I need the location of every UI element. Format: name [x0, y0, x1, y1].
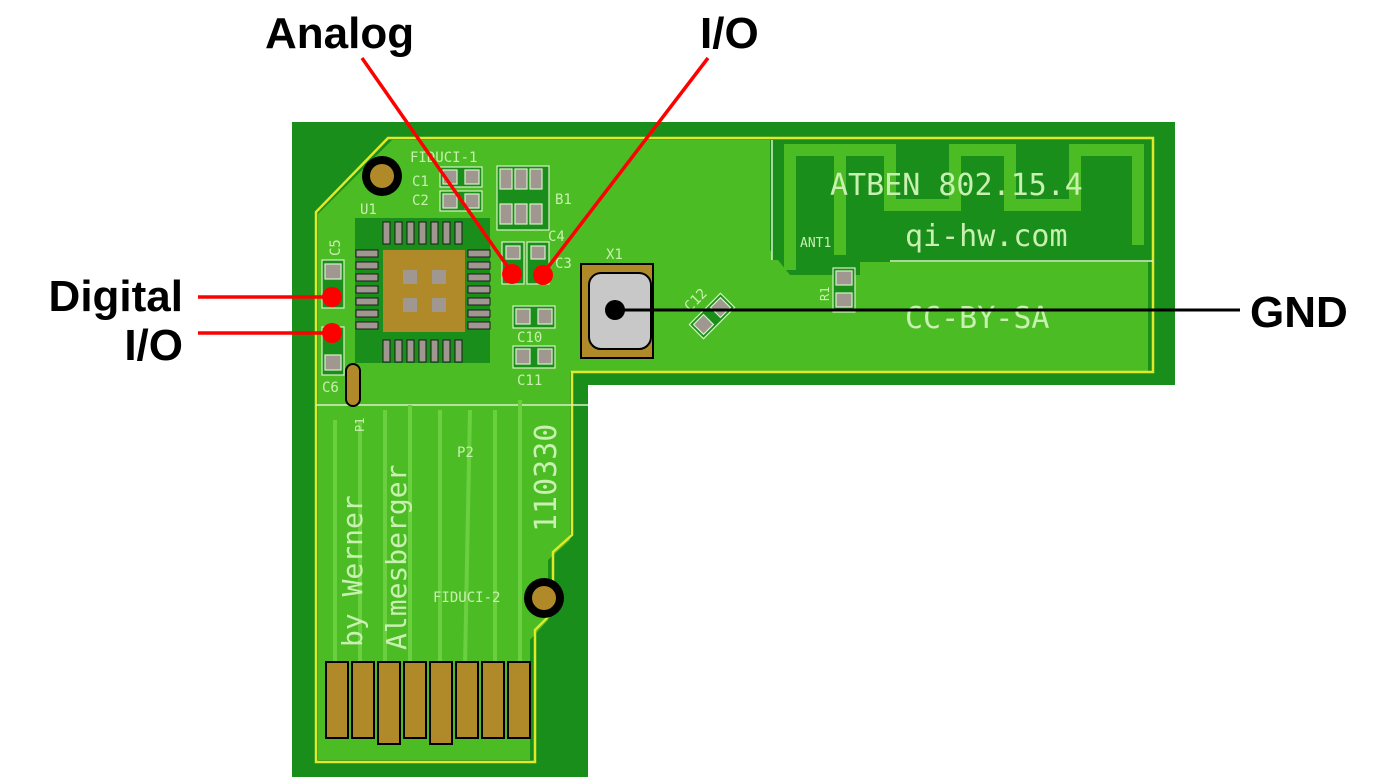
fiducial-1-pad: [370, 164, 394, 188]
analog-marker: [502, 264, 522, 284]
silk-author-2: Almesberger: [380, 465, 413, 650]
silk-b1: B1: [555, 192, 572, 208]
silk-c6: C6: [322, 380, 339, 396]
silk-r1: R1: [818, 287, 832, 301]
silk-c2: C2: [412, 193, 429, 209]
silk-fiduci-2: FIDUCI-2: [433, 590, 500, 606]
silk-author-1: by Werner: [336, 495, 369, 647]
u1-chip: [355, 218, 491, 363]
silk-site: qi-hw.com: [905, 219, 1068, 254]
gnd-marker: [605, 300, 625, 320]
label-gnd: GND: [1250, 288, 1348, 337]
p1-pad: [345, 363, 361, 407]
silk-date: 110330: [529, 424, 564, 532]
antenna-trace: [784, 144, 1144, 270]
digital-marker: [322, 287, 342, 307]
silk-c4: C4: [548, 229, 565, 245]
silk-p1: P1: [353, 418, 367, 432]
annotation-lines: [198, 56, 1240, 343]
silk-u1: U1: [360, 202, 377, 218]
label-digital: Digital: [49, 272, 183, 321]
silk-c1: C1: [412, 174, 429, 190]
silk-fiduci-1: FIDUCI-1: [410, 150, 477, 166]
label-io-top: I/O: [700, 9, 759, 58]
silk-ant1: ANT1: [800, 236, 831, 251]
traces: [333, 400, 522, 666]
label-io-left: I/O: [124, 321, 183, 370]
silk-c3: C3: [555, 256, 572, 272]
silk-x1: X1: [606, 247, 623, 263]
silk-title: ATBEN 802.15.4: [830, 168, 1083, 203]
silk-c10: C10: [517, 330, 542, 346]
io-marker-top: [533, 265, 553, 285]
silk-license: CC-BY-SA: [905, 301, 1050, 336]
io-marker-left: [322, 323, 342, 343]
fiducial-2-pad: [532, 586, 556, 610]
silk-p2: P2: [457, 445, 474, 461]
silk-c11: C11: [517, 373, 542, 389]
silk-c5: C5: [328, 239, 344, 256]
edge-connector-p2: [325, 661, 531, 745]
label-analog: Analog: [265, 9, 414, 58]
